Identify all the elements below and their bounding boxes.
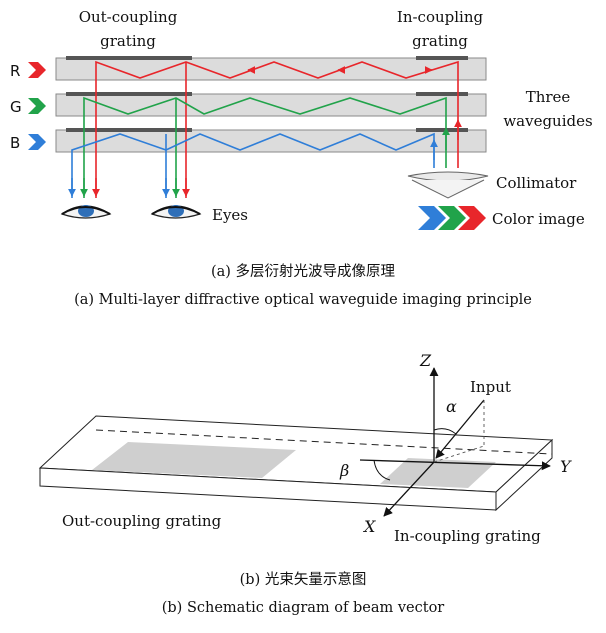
out-coupling-grating-label: Out-coupling grating (62, 512, 222, 530)
input-ground-dashed (433, 445, 485, 463)
three-waveguides-label-2: waveguides (503, 112, 592, 130)
out-coupling-gratings (66, 56, 192, 132)
beta-arc (373, 459, 391, 481)
in-coupling-grating-label: In-coupling grating (394, 527, 541, 545)
alpha-arc (433, 428, 457, 435)
r-chevron-icon (28, 62, 46, 78)
waveguide-red (55, 57, 487, 81)
out-coupling-label-2: grating (100, 32, 156, 50)
in-coupling-label-2: grating (412, 32, 468, 50)
input-beam (435, 399, 485, 459)
alpha-label: α (446, 397, 457, 416)
green-ray (80, 96, 450, 198)
eye-right-icon (150, 205, 202, 219)
waveguide-blue (55, 129, 487, 153)
z-axis-label: Z (419, 351, 432, 370)
eyes-label: Eyes (212, 206, 248, 224)
y-axis-label: Y (560, 457, 572, 476)
eye-left-icon (60, 205, 112, 219)
collimator-label: Collimator (496, 174, 577, 192)
in-coupling-label-1: In-coupling (397, 8, 484, 26)
b-label: B (10, 134, 20, 152)
beta-label: β (339, 461, 349, 480)
x-axis (383, 461, 435, 517)
caption-b-cn: (b) 光束矢量示意图 (240, 570, 367, 588)
caption-b-en: (b) Schematic diagram of beam vector (162, 600, 445, 616)
g-label: G (10, 98, 22, 116)
panel-b: Z Y X α β Input Out-coupling grating In-… (38, 351, 572, 616)
collimator-cone (411, 179, 485, 199)
collimator-lens (407, 171, 489, 182)
out-coupling-grating-patch (92, 442, 296, 478)
color-image-chevrons (418, 206, 486, 230)
red-ray (92, 60, 462, 198)
out-coupling-label-1: Out-coupling (79, 8, 178, 26)
input-label: Input (470, 378, 511, 396)
blue-ray (68, 132, 438, 198)
color-image-label: Color image (492, 210, 585, 228)
g-chevron-icon (28, 98, 46, 114)
caption-a-en: (a) Multi-layer diffractive optical wave… (74, 292, 532, 308)
b-chevron-icon (28, 134, 46, 150)
y-axis (359, 459, 551, 471)
caption-a-cn: (a) 多层衍射光波导成像原理 (211, 263, 396, 280)
slab-hidden-edge (95, 429, 553, 455)
panel-a: Out-coupling grating In-coupling grating… (10, 8, 593, 308)
in-coupling-grating-patch (380, 458, 496, 488)
three-waveguides-label-1: Three (526, 88, 571, 106)
x-axis-label: X (362, 517, 376, 536)
slab-side-face (495, 438, 553, 512)
r-label: R (10, 62, 20, 80)
